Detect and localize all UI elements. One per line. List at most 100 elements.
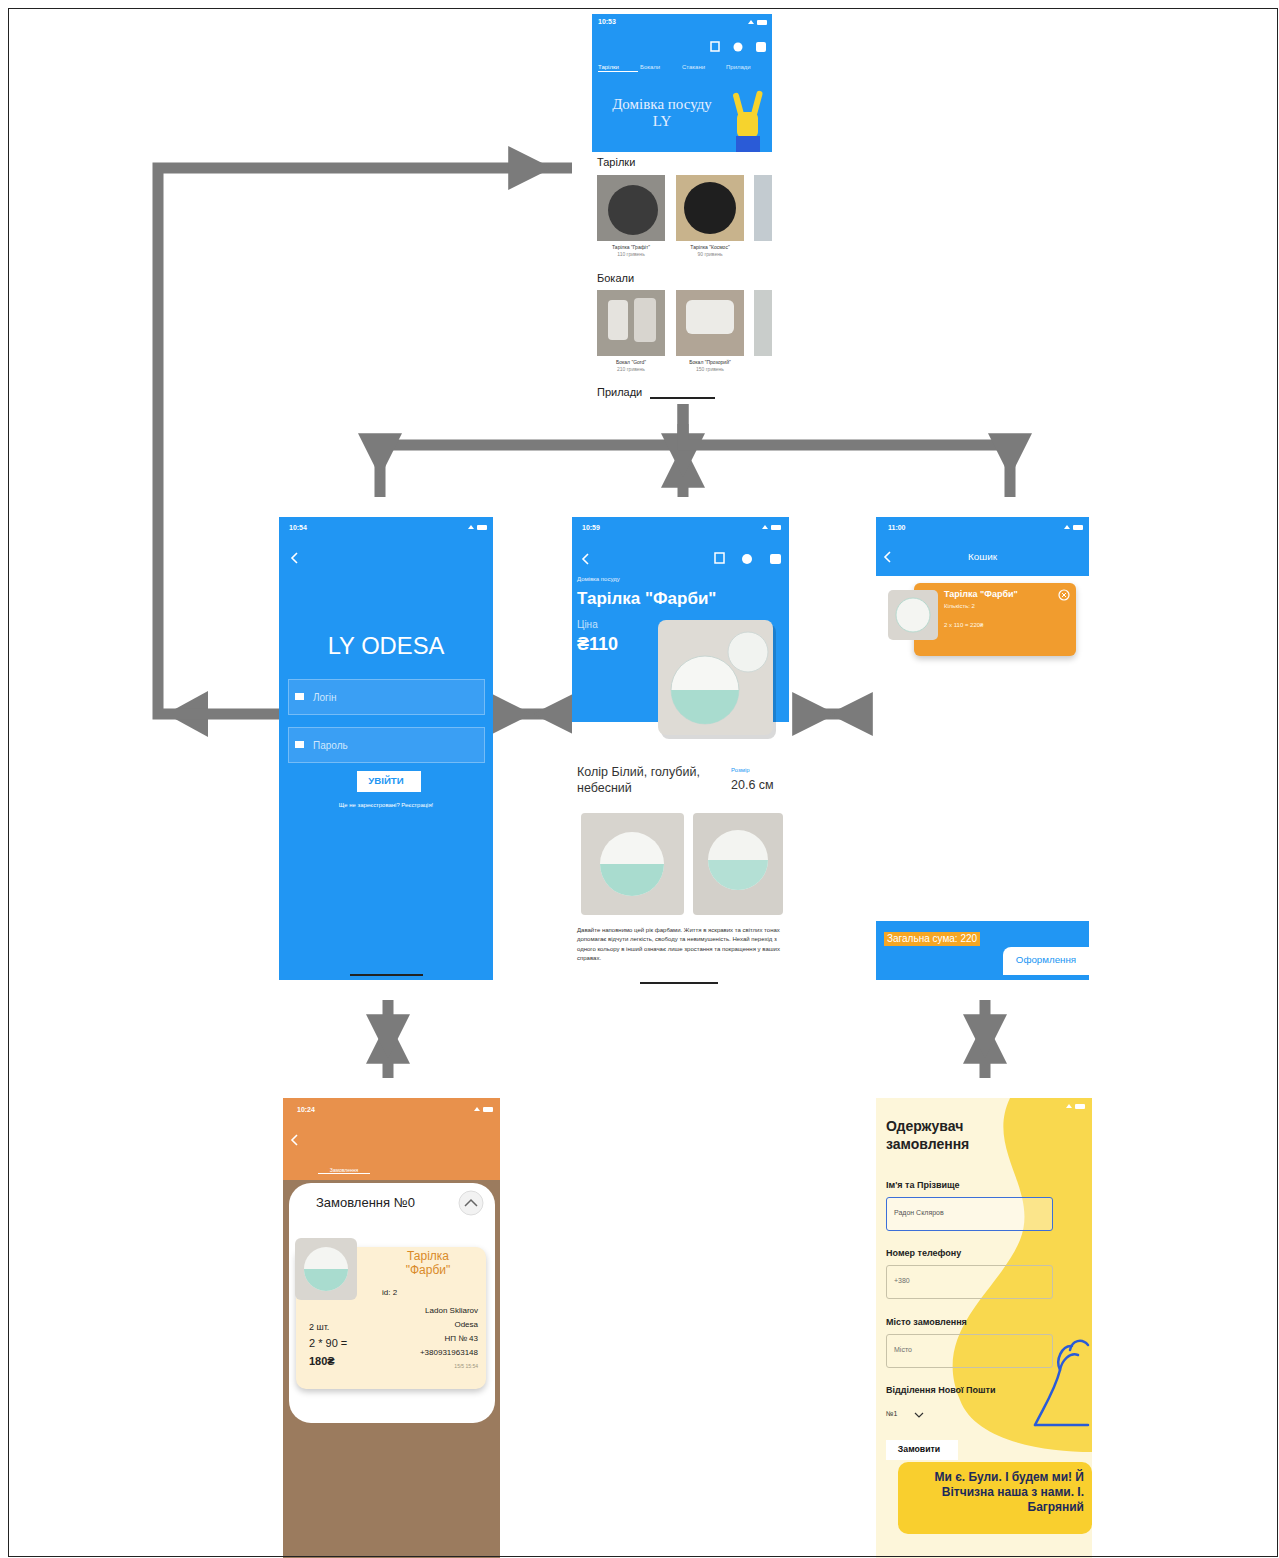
checkout-background [953, 1098, 1092, 1452]
text-holder: 15/5 15:54 [380, 1363, 478, 1369]
text-holder: Замовити [886, 1444, 952, 1454]
ui-icons [459, 1191, 483, 1215]
text-holder: Бокали [597, 272, 634, 285]
product-photo [295, 1238, 357, 1300]
product-photo [608, 185, 658, 235]
label-text: НП № 43 [380, 1334, 478, 1344]
product-photo [686, 300, 734, 334]
text-holder: Кошик [876, 551, 1089, 563]
label-text: Тарілка "Фарби" [944, 589, 1018, 600]
label-text: Тарілка "Фарби" [577, 589, 782, 609]
total-bar: Загальна сума: 220Оформлення [876, 921, 1089, 980]
header-icons [756, 42, 766, 52]
label-text: Загальна сума: 220 [884, 932, 980, 946]
text-holder: Розмір [731, 767, 750, 774]
text-holder: Замовлення №0 [316, 1195, 415, 1211]
label-text: 2 x 110 = 220₴ [944, 622, 983, 629]
label-text: Бокал "Прозорий" [676, 359, 744, 365]
status-icons [468, 20, 1085, 1112]
label-text: Ladon Skliarov [380, 1306, 478, 1316]
ui-icons [295, 741, 304, 748]
product-photo [708, 860, 768, 890]
hand-line-art [1035, 1424, 1088, 1427]
phone-screen: 11:00КошикТарілка "Фарби"Кількість: 22 x… [876, 517, 1089, 980]
input-field: Пароль [288, 727, 485, 763]
text-holder: Домівка посуду [577, 576, 620, 583]
text-holder: Одержувач замовлення [886, 1117, 1036, 1153]
text-holder: +380 [894, 1277, 910, 1285]
label-text: Бокал "Gord" [597, 359, 665, 365]
peace-hand [736, 136, 760, 152]
flow-arrow [513, 709, 552, 720]
label-text: Бокали [597, 272, 634, 285]
page-frame [9, 9, 1278, 1557]
text-holder: 210 гривень [597, 366, 665, 372]
home-indicator [350, 974, 423, 976]
label-text: 2 шт. [309, 1322, 329, 1333]
quote-block: Ми є. Були. І будем ми! Й Вітчизна наша … [898, 1462, 1092, 1534]
label-text: Тарілка "Фарби" [388, 1249, 468, 1278]
status-icons [1066, 1104, 1072, 1108]
label-text: id: 2 [382, 1288, 397, 1298]
product-photo [684, 182, 736, 234]
product-photo [671, 656, 739, 724]
back-chevron [292, 552, 890, 1145]
header-icons [734, 43, 743, 52]
header-icons [715, 553, 724, 563]
product-photo [600, 832, 664, 896]
text-holder: Номер телефону [886, 1248, 961, 1259]
label-text: 10:59 [582, 524, 600, 532]
label-text: Домівка посуду [577, 576, 620, 583]
text-holder: 10:59 [582, 524, 600, 532]
text-holder: Тарілки [597, 156, 635, 169]
product-photo [728, 632, 768, 672]
label-text: 10:53 [598, 18, 616, 26]
label-text: 90 гривень [676, 251, 744, 257]
product-photo [888, 590, 938, 640]
text-holder: Стакани [682, 64, 724, 71]
text-holder: Тарілка "Графіт" [597, 244, 665, 250]
text-holder: 11:00 [888, 524, 906, 532]
product-photo [671, 690, 739, 724]
home-indicator [350, 398, 718, 983]
checkout-background [876, 1098, 1092, 1558]
text-holder: Оформлення [1003, 954, 1089, 966]
phone-screen: Одержувач замовленняІм'я та ПрізвищеНоме… [876, 1098, 1092, 1558]
text-holder: Ще не зареєстровані? Реєстрація! [279, 802, 493, 809]
text-holder: 110 гривень [597, 251, 665, 257]
label-text: Ім'я та Прізвище [886, 1180, 960, 1191]
label-text: 10:24 [297, 1106, 315, 1114]
order-button: Замовити [886, 1440, 958, 1460]
product-photo [658, 620, 773, 735]
login-button: УВІЙТИ [357, 771, 421, 792]
home-indicator [650, 397, 715, 399]
flow-arrow [809, 709, 856, 720]
product-photo [693, 813, 783, 915]
text-holder: Радон Скляров [894, 1209, 944, 1217]
text-holder: Відділення Нової Пошти [886, 1385, 996, 1396]
text-holder: 2 * 90 = [309, 1337, 347, 1350]
product-photo [634, 298, 656, 342]
label-text: Ми є. Були. І будем ми! Й Вітчизна наша … [904, 1470, 1084, 1515]
status-icons [483, 1107, 493, 1112]
text-holder: 180₴ [309, 1355, 335, 1368]
label-text: Прилади [726, 64, 770, 71]
label-text: Замовлення [318, 1167, 370, 1174]
label-text: 11:00 [888, 524, 906, 532]
label-text: ₴110 [577, 634, 618, 656]
label-text: Ціна [577, 619, 598, 631]
text-holder: Давайте наповнимо цей рік фарбами. Життя… [577, 926, 784, 963]
label-text: Давайте наповнимо цей рік фарбами. Життя… [577, 926, 784, 963]
label-text: Радон Скляров [894, 1209, 944, 1217]
back-chevron [885, 552, 890, 562]
checkout-background [876, 1098, 1092, 1558]
label-text: +380 [894, 1277, 910, 1285]
page-frame [9, 9, 1278, 1557]
label-text: Оформлення [1003, 954, 1089, 966]
text-holder: 2 x 110 = 220₴ [944, 622, 983, 629]
text-holder: Ціна [577, 619, 598, 631]
label-text: УВІЙТИ [357, 775, 415, 787]
product-photo [581, 813, 684, 915]
text-holder: Тарілка "Фарби" [944, 589, 1018, 600]
label-text: Тарілки [598, 64, 638, 72]
